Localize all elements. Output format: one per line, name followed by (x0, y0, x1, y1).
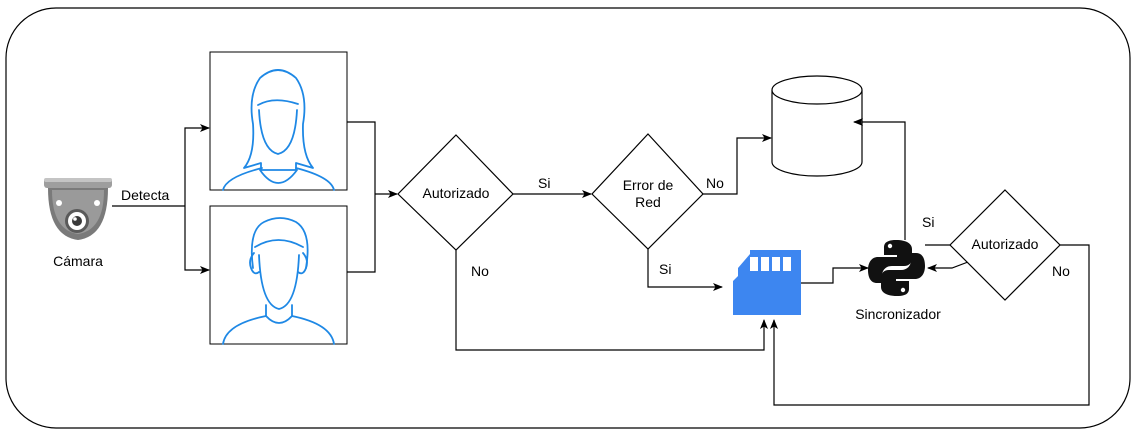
edge-split-top (184, 124, 210, 206)
database-cylinder-icon (771, 75, 863, 177)
sync-label: Sincronizador (855, 306, 941, 322)
edge-sd-to-sync (801, 264, 869, 284)
edge-sync-to-db (853, 118, 906, 240)
edge-split-bottom (184, 206, 210, 274)
edge-person-top-merge (347, 121, 376, 194)
camera-label: Cámara (53, 253, 103, 269)
decision-autorizado-2 (949, 189, 1061, 301)
edge-label-d2-yes: Si (659, 261, 672, 277)
person-male-icon (222, 217, 335, 345)
python-logo-icon (868, 240, 925, 296)
person-female-icon (222, 69, 335, 191)
security-camera-icon (44, 178, 112, 240)
diagram-frame (5, 7, 1131, 429)
decision-autorizado-2-label: Autorizado (971, 236, 1039, 252)
sd-card-icon (733, 250, 801, 315)
edge-d3-to-sync (927, 261, 969, 272)
edge-label-detecta: Detecta (121, 187, 170, 203)
edge-d3-no (770, 244, 1090, 406)
person-frame-bottom (209, 205, 348, 345)
edge-d1-no (455, 250, 768, 351)
edge-d2-no (703, 134, 772, 195)
decision-autorizado-1-label: Autorizado (422, 185, 490, 201)
edge-label-d1-yes: Si (538, 175, 551, 191)
edge-label-d3-yes: Si (922, 214, 935, 230)
decision-error-de-red-label-line2: Red (635, 194, 661, 210)
edge-label-d1-no: No (471, 263, 489, 279)
decision-error-de-red-label-line1: Error de (622, 177, 674, 193)
person-frame-top (209, 51, 348, 191)
edge-label-d3-no: No (1052, 263, 1070, 279)
edge-label-d2-no: No (706, 175, 724, 191)
edge-d2-yes (647, 249, 723, 291)
edge-person-bottom-merge (347, 194, 376, 273)
